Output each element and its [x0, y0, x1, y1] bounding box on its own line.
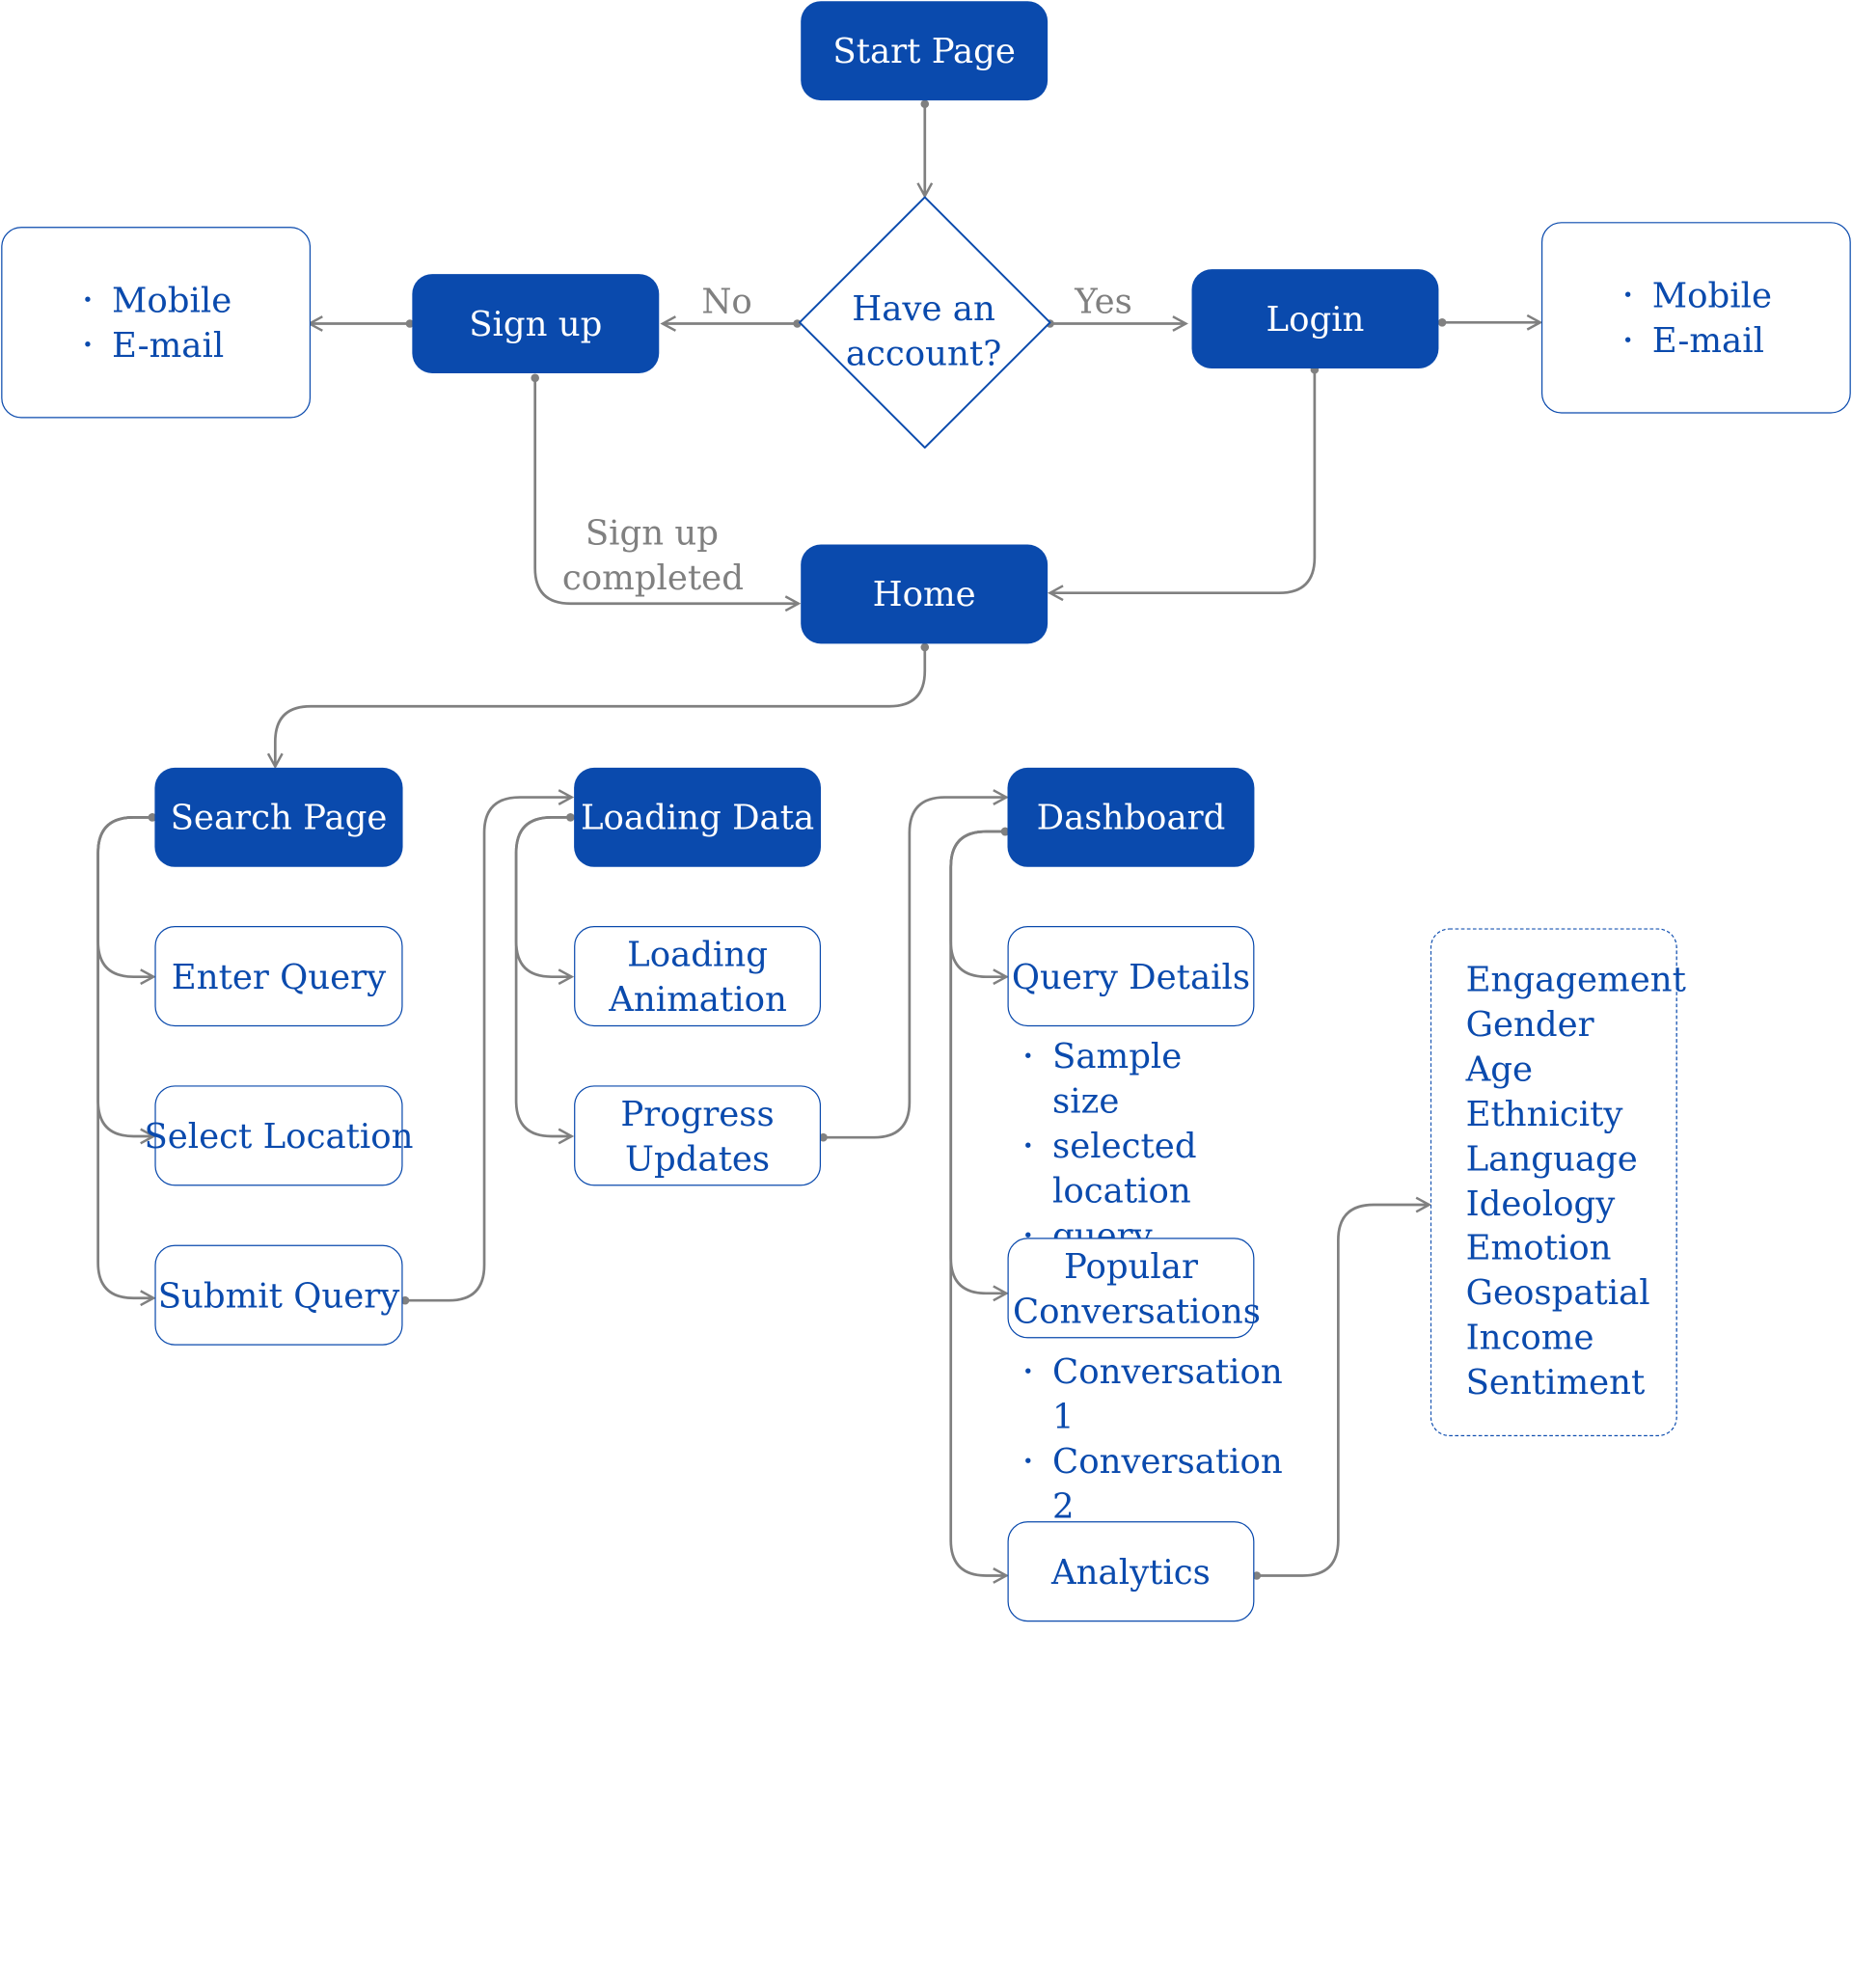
loading-data-node[interactable]: Loading Data — [574, 767, 822, 867]
list-item: Gender — [1465, 1003, 1594, 1045]
start-page-label: Start Page — [832, 30, 1016, 71]
select-location-label: Select Location — [144, 1115, 414, 1157]
query-details-list: Sample size selected location query — [1021, 1033, 1257, 1258]
edge-dashboard-to-analytics — [949, 831, 1007, 1575]
start-page-node[interactable]: Start Page — [801, 1, 1049, 101]
analytics-metrics-box — [1430, 928, 1677, 1436]
edge-dashboard-to-query-details — [949, 831, 1007, 977]
analytics-metrics-list: Engagement Gender Age Ethnicity Language… — [1466, 958, 1686, 1405]
signup-options-list: Mobile E-mail — [80, 278, 232, 368]
search-page-label: Search Page — [170, 797, 388, 838]
edge-home-to-search — [275, 647, 924, 767]
edge-label-no: No — [701, 281, 752, 322]
list-item: Age — [1465, 1048, 1533, 1089]
dashboard-label: Dashboard — [1036, 797, 1226, 838]
analytics-node[interactable]: Analytics — [1007, 1521, 1255, 1622]
list-item: Sample size — [1021, 1033, 1257, 1123]
popular-conversations-node[interactable]: Popular Conversations — [1007, 1238, 1261, 1339]
edge-search-to-submit-query — [96, 817, 154, 1297]
edge-loading-to-animation — [514, 817, 572, 976]
progress-updates-node[interactable]: Progress Updates — [574, 1085, 822, 1186]
list-item: Mobile — [80, 278, 232, 323]
edge-label-sign-up-completed: Sign up completed — [561, 512, 744, 598]
list-item: Conversation 1 — [1021, 1348, 1304, 1438]
list-item: E-mail — [80, 322, 232, 368]
edge-dashboard-to-popular — [949, 831, 1007, 1294]
list-item: Language — [1465, 1137, 1638, 1179]
login-label: Login — [1266, 298, 1365, 340]
search-page-node[interactable]: Search Page — [154, 767, 403, 867]
list-item: Sentiment — [1465, 1362, 1646, 1402]
submit-query-node[interactable]: Submit Query — [154, 1244, 403, 1346]
popular-conversations-label: Popular Conversations — [1013, 1245, 1261, 1331]
list-item: Engagement — [1465, 959, 1686, 999]
list-item: Ethnicity — [1465, 1093, 1623, 1134]
edge-login-to-home — [1050, 369, 1315, 592]
have-account-label: Have an account? — [845, 287, 1002, 373]
submit-query-label: Submit Query — [157, 1274, 400, 1316]
loading-animation-label: Loading Animation — [609, 933, 787, 1020]
list-item: Ideology — [1465, 1183, 1616, 1224]
list-item: Geospatial — [1465, 1272, 1650, 1313]
enter-query-node[interactable]: Enter Query — [154, 926, 403, 1027]
list-item: selected location — [1021, 1123, 1196, 1212]
list-item: E-mail — [1620, 317, 1772, 363]
login-options-box: Mobile E-mail — [1540, 222, 1851, 414]
flowchart-connectors — [96, 0, 1852, 1622]
edge-progress-to-dashboard — [823, 798, 1006, 1138]
home-label: Home — [872, 574, 976, 614]
list-item: Emotion — [1465, 1227, 1612, 1268]
dashboard-node[interactable]: Dashboard — [1007, 767, 1255, 867]
list-item: Conversation 2 — [1021, 1438, 1304, 1528]
sign-up-node[interactable]: Sign up — [412, 274, 660, 373]
list-item: Mobile — [1620, 273, 1772, 318]
decision-diamond — [799, 196, 1051, 449]
edge-label-yes: Yes — [1075, 281, 1132, 322]
home-node[interactable]: Home — [801, 544, 1049, 644]
progress-updates-label: Progress Updates — [620, 1093, 775, 1179]
select-location-node[interactable]: Select Location — [144, 1085, 414, 1186]
login-node[interactable]: Login — [1191, 269, 1439, 369]
edge-search-to-enter-query — [96, 817, 154, 976]
login-options-list: Mobile E-mail — [1620, 273, 1772, 363]
list-item: Income — [1465, 1317, 1594, 1358]
edge-signup-to-home — [535, 378, 799, 604]
sign-up-label: Sign up — [469, 303, 603, 344]
query-details-node[interactable]: Query Details — [1007, 926, 1255, 1027]
analytics-label: Analytics — [1051, 1551, 1211, 1593]
enter-query-label: Enter Query — [171, 956, 387, 996]
edge-analytics-to-metrics — [1257, 1205, 1430, 1575]
loading-data-label: Loading Data — [580, 797, 815, 838]
loading-animation-node[interactable]: Loading Animation — [574, 926, 822, 1027]
edge-loading-to-progress — [514, 817, 572, 1136]
query-details-label: Query Details — [1011, 956, 1251, 996]
edge-submit-to-loading-data — [405, 798, 572, 1301]
signup-options-box: Mobile E-mail — [1, 227, 312, 419]
